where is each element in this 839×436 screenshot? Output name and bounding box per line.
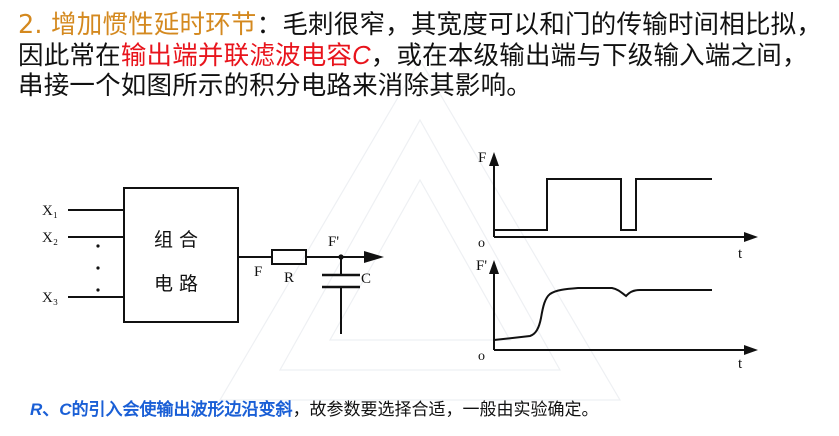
footer-emphasis-text: 的引入会使输出波形边沿变斜 (71, 400, 293, 420)
top-y-label: F (478, 150, 486, 166)
top-origin-label: o (478, 236, 485, 251)
dot-2 (96, 266, 100, 270)
block-label-line-2: 电 路 (154, 273, 198, 295)
footer-rest-text: ，故参数要选择合适，一般由实验确定。 (292, 400, 599, 420)
highlight-phrase: 输出端并联滤波电容 (120, 40, 353, 71)
footer-emphasis: R、C的引入会使输出波形边沿变斜 (30, 400, 293, 420)
top-y-axis-arrow (489, 152, 499, 166)
input-x3-label: X₃ (42, 290, 58, 306)
block-label-line-1: 组 合 (154, 229, 198, 251)
input-x2-label: X₂ (42, 230, 58, 246)
top-x-axis-arrow (744, 232, 758, 242)
footer-var-r: R (30, 400, 43, 419)
paragraph-text-2: ，或在本级输出端与下级输入端之间，串接一个如图所示的积分电路来消除其影响。 (18, 40, 808, 102)
footer-var-c: C (59, 400, 72, 419)
highlight-text: 输出端并联滤波电容C (121, 41, 371, 71)
bottom-signal-f-prime (493, 287, 712, 341)
output-arrow (364, 251, 384, 263)
dot-3 (96, 288, 100, 292)
top-x-label: t (738, 246, 743, 262)
description-paragraph: 2. 增加惯性延时环节：毛刺很窄，其宽度可以和门的传输时间相比拟，因此常在输出端… (18, 10, 828, 102)
bottom-y-label: F' (476, 258, 487, 274)
bottom-origin-label: o (478, 349, 485, 364)
footer-separator: 、 (42, 400, 60, 420)
bottom-y-axis-arrow (489, 260, 499, 274)
node-f-label: F (254, 264, 262, 280)
paragraph-text-1: ：毛刺很窄，其宽度可以和门的传输时间相比拟，因此常在 (18, 10, 823, 71)
top-signal-f (494, 178, 712, 231)
node-f-prime-label: F' (328, 234, 339, 250)
resistor-label: R (284, 270, 294, 286)
input-x1-label: X₁ (42, 203, 58, 219)
section-heading: 2. 增加惯性延时环节 (18, 10, 257, 40)
capacitor-label: C (361, 271, 371, 287)
combinational-circuit-block (123, 187, 239, 323)
footer-note: R、C的引入会使输出波形边沿变斜，故参数要选择合适，一般由实验确定。 (30, 398, 599, 422)
bottom-x-axis-arrow (744, 345, 758, 355)
highlight-variable: C (352, 41, 371, 70)
dot-1 (96, 244, 100, 248)
bottom-x-label: t (738, 356, 743, 372)
